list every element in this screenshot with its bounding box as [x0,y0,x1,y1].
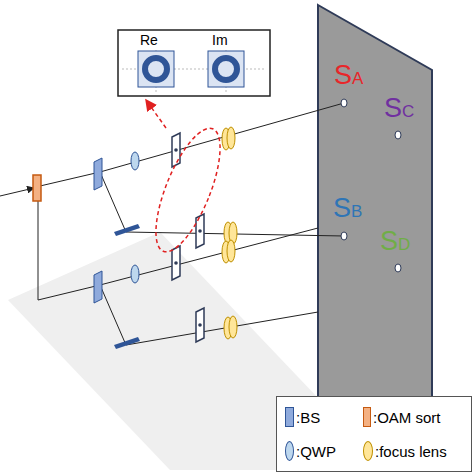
legend-item: :focus lens [363,441,447,461]
legend-text: :OAM sort [373,409,441,426]
detector-label: SC [384,95,414,122]
legend-text: :BS [296,409,320,426]
legend-swatch [363,441,373,461]
legend-swatch [285,441,294,461]
detector-label: SB [333,195,362,222]
legend-item: :OAM sort [363,407,441,427]
detector-label: SA [334,62,363,89]
legend-swatch [363,407,371,427]
legend-item: :QWP [285,441,336,461]
legend-box: :BS :OAM sort :QWP :focus lens [276,396,472,472]
legend-text: :focus lens [375,443,447,460]
legend-swatch [285,407,294,427]
detector-label: SD [380,228,410,255]
legend-text: :QWP [296,443,336,460]
inset-label: Re [140,33,158,47]
inset-label: Im [212,33,228,47]
legend-item: :BS [285,407,320,427]
